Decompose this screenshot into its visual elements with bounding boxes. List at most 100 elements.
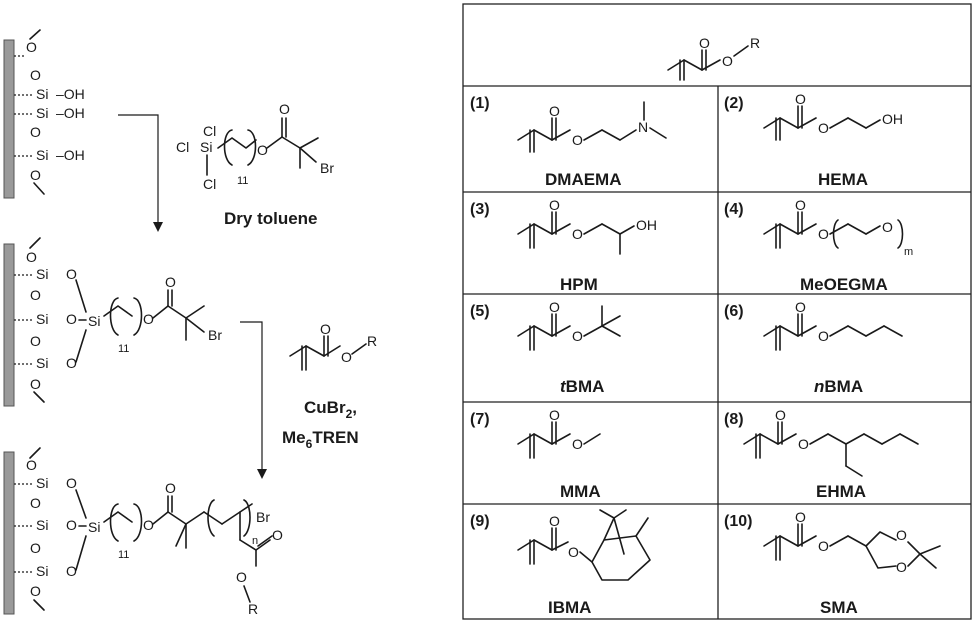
monomer-name: MeOEGMA xyxy=(800,275,888,294)
atom-o: O xyxy=(798,436,809,452)
atom-cl: Cl xyxy=(176,139,189,155)
atom-o: O xyxy=(66,355,77,371)
atom-o: O xyxy=(30,124,41,140)
atom-r: R xyxy=(367,333,377,349)
atom-o: O xyxy=(795,299,806,315)
atom-si: Si xyxy=(36,475,48,491)
general-methacrylate-structure: O O R xyxy=(667,35,760,81)
atom-br: Br xyxy=(320,160,334,176)
atom-o: O xyxy=(795,509,806,525)
atom-o: O xyxy=(818,538,829,554)
atom-o: O xyxy=(341,349,352,365)
atom-si: Si xyxy=(36,311,48,327)
svg-text:Me6TREN: Me6TREN xyxy=(282,428,359,451)
atom-oh: –OH xyxy=(56,147,85,163)
atom-o: O xyxy=(257,142,268,158)
atom-o: O xyxy=(568,544,579,560)
monomer-number: (4) xyxy=(724,201,744,218)
atom-o: O xyxy=(818,328,829,344)
monomer-cell-10: (10) O O O O SMA xyxy=(724,509,941,617)
monomer-number: (2) xyxy=(724,95,744,112)
atom-o: O xyxy=(30,376,41,392)
atom-si: Si xyxy=(88,313,100,329)
atom-o: O xyxy=(165,274,176,290)
monomer-name: EHMA xyxy=(816,482,866,501)
solvent-label: Dry toluene xyxy=(224,209,318,228)
atom-oh: OH xyxy=(636,217,657,233)
atom-r: R xyxy=(750,35,760,51)
atom-si: Si xyxy=(36,147,48,163)
silica-surface-2: O Si O O Si O O Si O O Si 11 O O Br xyxy=(3,237,222,407)
atom-si: Si xyxy=(36,355,48,371)
monomer-cell-7: (7) O O MMA xyxy=(470,407,601,501)
methacrylate-monomer: O O R xyxy=(289,321,377,371)
atom-br: Br xyxy=(256,509,270,525)
monomer-number: (7) xyxy=(470,411,490,428)
atom-si: Si xyxy=(36,563,48,579)
chlorosilane-initiator: Cl Cl Si Cl 11 O O Br Dry toluene xyxy=(176,101,334,228)
monomer-name: IBMA xyxy=(548,598,591,617)
atom-o: O xyxy=(699,35,710,51)
atom-cl: Cl xyxy=(203,176,216,192)
atom-o: O xyxy=(722,53,733,69)
atom-o: O xyxy=(775,407,786,423)
reaction-arrow-2 xyxy=(240,321,267,479)
silica-surface-3: O Si O O Si O O Si O O Si 11 O O B xyxy=(3,447,283,617)
atom-o: O xyxy=(143,311,154,327)
atom-si: Si xyxy=(36,517,48,533)
atom-o: O xyxy=(896,527,907,543)
subscript-11: 11 xyxy=(237,175,248,187)
atom-o: O xyxy=(66,563,77,579)
catalyst-label: CuBr2, Me6TREN xyxy=(282,398,359,451)
atom-o: O xyxy=(818,226,829,242)
atom-o: O xyxy=(549,513,560,529)
atom-o: O xyxy=(549,299,560,315)
atom-o: O xyxy=(30,495,41,511)
atom-oh: OH xyxy=(882,111,903,127)
atom-o: O xyxy=(26,39,37,55)
monomer-name: MMA xyxy=(560,482,601,501)
monomer-name: SMA xyxy=(820,598,858,617)
atom-oh: –OH xyxy=(56,105,85,121)
monomer-name: HPM xyxy=(560,275,598,294)
atom-o: O xyxy=(30,287,41,303)
atom-o: O xyxy=(30,583,41,599)
atom-o: O xyxy=(30,333,41,349)
subscript-m: m xyxy=(904,246,913,258)
atom-o: O xyxy=(26,249,37,265)
atom-o: O xyxy=(549,103,560,119)
atom-o: O xyxy=(572,132,583,148)
atom-o: O xyxy=(896,559,907,575)
atom-o: O xyxy=(26,457,37,473)
monomer-number: (8) xyxy=(724,411,744,428)
atom-o: O xyxy=(818,120,829,136)
atom-o: O xyxy=(143,517,154,533)
monomer-cell-2: (2) O O OH HEMA xyxy=(724,91,903,189)
atom-o: O xyxy=(795,197,806,213)
atom-o: O xyxy=(279,101,290,117)
atom-o: O xyxy=(549,407,560,423)
monomer-name: DMAEMA xyxy=(545,170,622,189)
atom-o: O xyxy=(572,436,583,452)
monomer-number: (1) xyxy=(470,95,490,112)
atom-n: N xyxy=(638,119,648,135)
monomer-cell-8: (8) O O EHMA xyxy=(724,407,919,501)
atom-o: O xyxy=(882,219,893,235)
monomer-number: (10) xyxy=(724,513,752,530)
silica-surface-1: O O Si Si –OH O –OH Si –OH O xyxy=(3,29,85,199)
atom-o: O xyxy=(66,311,77,327)
atom-o: O xyxy=(795,91,806,107)
reaction-arrow-1 xyxy=(118,114,163,232)
monomer-cell-5: (5) O O tBMA xyxy=(470,299,621,396)
atom-o: O xyxy=(66,475,77,491)
monomer-cell-9: (9) O O IBMA xyxy=(470,509,651,617)
atom-o: O xyxy=(66,517,77,533)
atom-si: Si xyxy=(36,86,48,102)
atom-o: O xyxy=(549,197,560,213)
monomer-cell-1: (1) O O N DMAEMA xyxy=(470,95,667,189)
monomer-cell-4: (4) O O O m MeOEGMA xyxy=(724,197,913,294)
monomer-number: (3) xyxy=(470,201,490,218)
subscript-11: 11 xyxy=(118,549,129,561)
atom-si: Si xyxy=(200,139,212,155)
